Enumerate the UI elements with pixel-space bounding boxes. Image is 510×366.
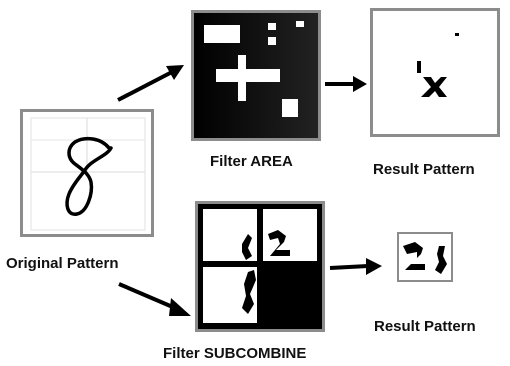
arrow-to-result-subcombine <box>329 258 382 275</box>
filter-area-label: Filter AREA <box>210 153 293 170</box>
original-pattern-image <box>30 117 146 231</box>
original-pattern-label: Original Pattern <box>6 255 119 272</box>
arrow-to-filter-area <box>117 65 184 102</box>
filter-area-image <box>194 13 318 138</box>
digit-eight-stroke <box>65 136 113 216</box>
filter-subcombine-image <box>198 204 322 329</box>
filter-subcombine-label: Filter SUBCOMBINE <box>163 345 307 362</box>
result-subcombine-label: Result Pattern <box>374 318 476 335</box>
filter-subcombine-frame <box>195 201 325 332</box>
arrow-to-filter-subcombine <box>118 282 191 316</box>
result-area-label: Result Pattern <box>373 161 475 178</box>
original-pattern-frame <box>20 109 154 237</box>
arrow-to-result-area <box>325 76 367 92</box>
result-area-image <box>417 33 459 97</box>
result-subcombine-image <box>403 242 447 274</box>
result-area-frame <box>370 8 500 137</box>
filter-area-frame <box>191 10 321 141</box>
result-subcombine-frame <box>397 232 453 282</box>
